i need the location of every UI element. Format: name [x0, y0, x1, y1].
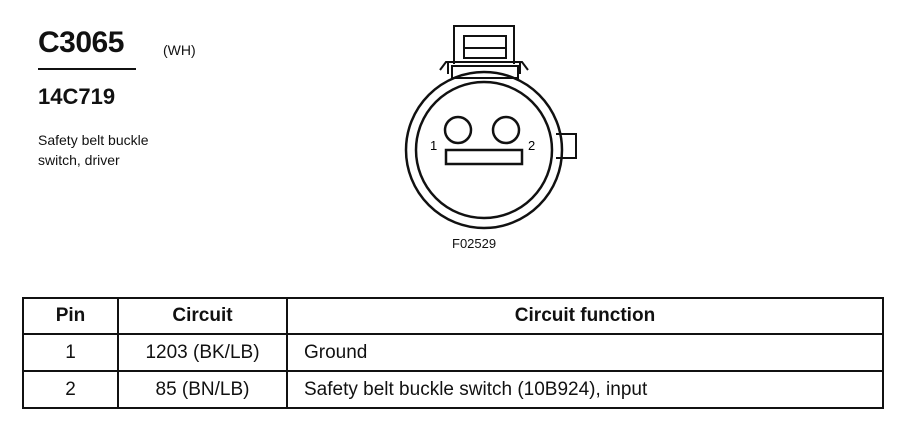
- description-line-1: Safety belt buckle: [38, 132, 149, 148]
- description-line-2: switch, driver: [38, 152, 120, 168]
- function-cell: Safety belt buckle switch (10B924), inpu…: [286, 370, 884, 409]
- pinout-table: Pin Circuit Circuit function 1 1203 (BK/…: [22, 297, 884, 409]
- pin-1-cavity: [443, 115, 473, 145]
- connector-latch: [439, 25, 529, 79]
- table-row: 1 1203 (BK/LB) Ground: [22, 333, 884, 372]
- color-code: (WH): [163, 42, 196, 58]
- connector-id: C3065: [38, 26, 124, 59]
- pin-cell: 2: [22, 370, 119, 409]
- figure-code: F02529: [452, 236, 497, 251]
- connector-key-tab: [556, 133, 577, 159]
- circuit-cell: 1203 (BK/LB): [117, 333, 288, 372]
- connector-housing: [404, 70, 564, 230]
- title-rule: [38, 68, 136, 70]
- function-cell: Ground: [286, 333, 884, 372]
- table-header-row: Pin Circuit Circuit function: [22, 297, 884, 335]
- pin-cell: 1: [22, 333, 119, 372]
- component-description: Safety belt buckle switch, driver: [38, 130, 149, 170]
- part-number: 14C719: [38, 84, 116, 109]
- pin-2-label: 2: [528, 138, 535, 153]
- terminal-slot: [444, 148, 524, 166]
- header-circuit: Circuit: [117, 297, 288, 335]
- connector-face-diagram: 1 2: [404, 25, 577, 230]
- circuit-cell: 85 (BN/LB): [117, 370, 288, 409]
- pin-2-cavity: [491, 115, 521, 145]
- header-pin: Pin: [22, 297, 119, 335]
- table-row: 2 85 (BN/LB) Safety belt buckle switch (…: [22, 370, 884, 409]
- header-circuit-function: Circuit function: [286, 297, 884, 335]
- pin-1-label: 1: [430, 138, 437, 153]
